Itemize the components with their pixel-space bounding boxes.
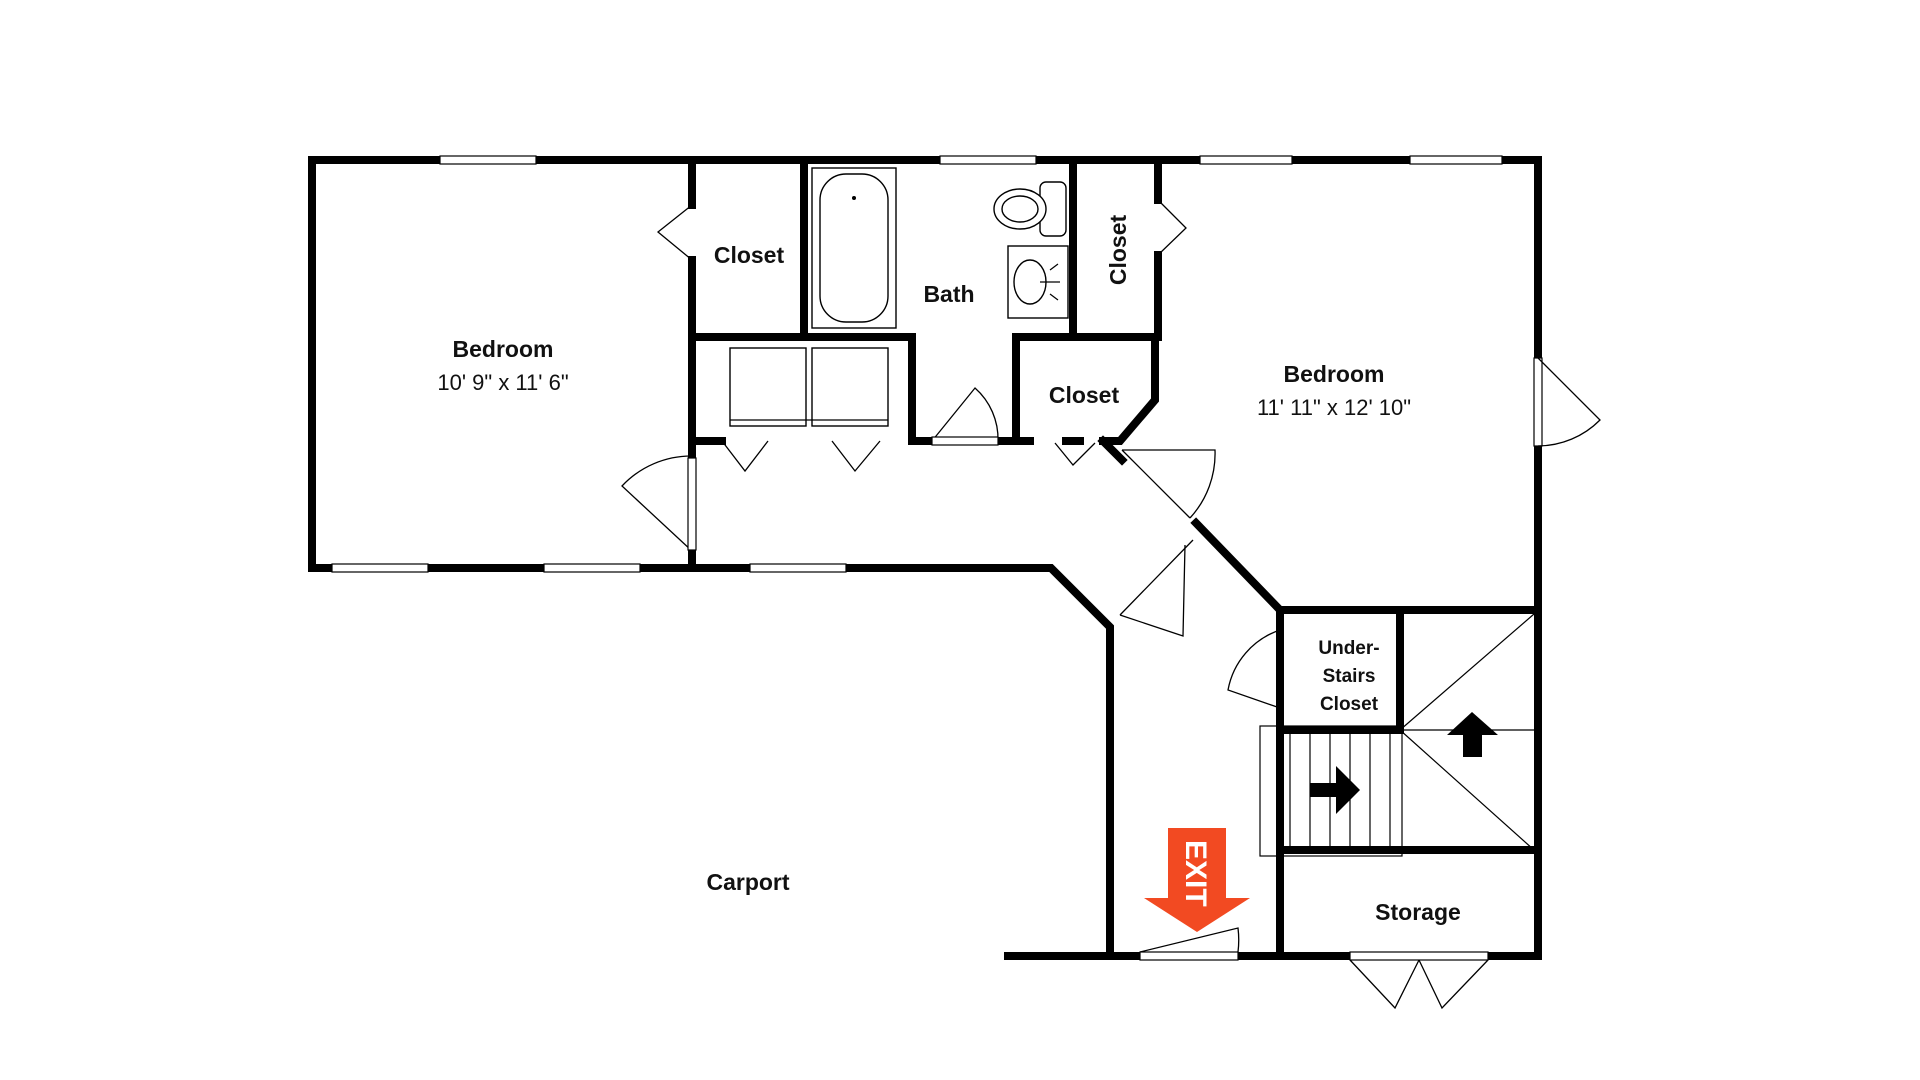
carport-label: Carport (706, 869, 789, 895)
exit-sign: EXIT (1144, 828, 1250, 932)
door-swings (621, 199, 1601, 1010)
bath-label: Bath (923, 281, 974, 307)
understairs-label-line1: Under- (1318, 638, 1379, 659)
closet-vertical-label: Closet (1105, 215, 1131, 286)
stair-arrow-right-icon (1310, 766, 1360, 814)
bedroom-left-label: Bedroom (453, 336, 554, 362)
exterior-walls (308, 156, 1542, 960)
exit-arrow-icon (1144, 828, 1250, 932)
windows (331, 155, 1543, 573)
room-labels: Bedroom 10' 9" x 11' 6" Closet Bath Clos… (437, 215, 1460, 925)
stairs (1259, 613, 1535, 857)
exit-label: EXIT (1179, 840, 1212, 907)
understairs-label-line3: Closet (1320, 694, 1379, 715)
interior-walls (688, 156, 1542, 960)
bath-fixtures (729, 167, 1069, 427)
stair-arrow-up-icon (1447, 712, 1498, 757)
closet-left-label: Closet (714, 242, 785, 268)
understairs-label-line2: Stairs (1323, 666, 1376, 687)
bedroom-right-label: Bedroom (1284, 361, 1385, 387)
bedroom-left-dimensions: 10' 9" x 11' 6" (437, 370, 568, 395)
storage-label: Storage (1375, 899, 1461, 925)
closet-middle-label: Closet (1049, 382, 1120, 408)
bedroom-right-dimensions: 11' 11" x 12' 10" (1257, 395, 1411, 420)
